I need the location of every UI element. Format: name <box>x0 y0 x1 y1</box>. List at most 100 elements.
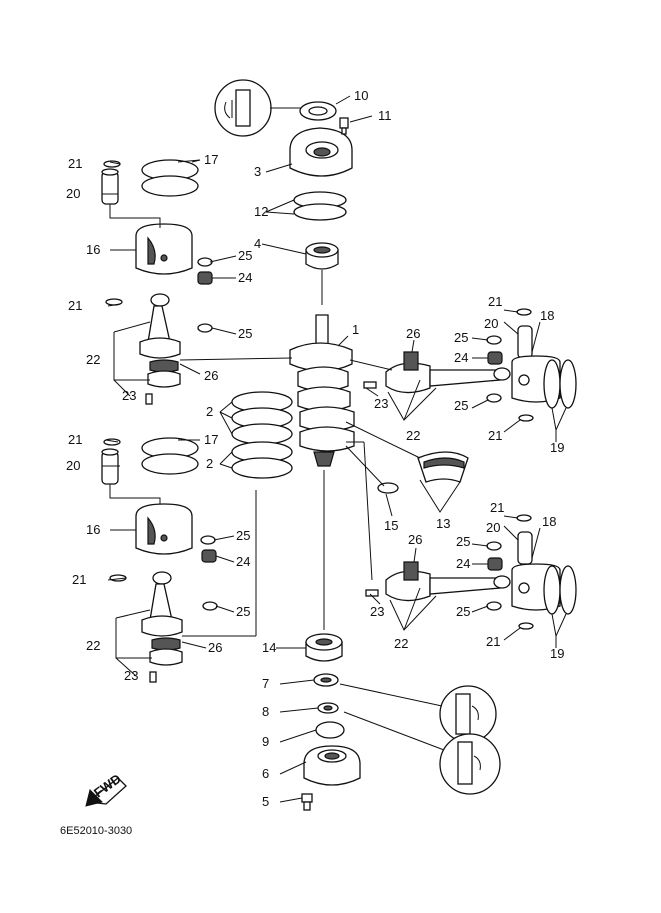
piston-left-upper <box>135 223 193 275</box>
conrod-right-upper <box>385 351 511 394</box>
ring-set-right-upper <box>543 359 577 409</box>
callout-24-a: 24 <box>238 270 252 285</box>
callout-26-d: 26 <box>408 532 422 547</box>
callout-23-b: 23 <box>124 668 138 683</box>
leader-lines <box>102 95 567 803</box>
conrod-right-lower <box>385 561 511 602</box>
callout-14: 9 <box>262 734 269 749</box>
small-bearing-left-upper <box>197 271 213 285</box>
callout-25-e: 25 <box>454 330 468 345</box>
callout-2-b: 2 <box>206 456 213 471</box>
oil-seal-lower <box>313 673 339 687</box>
callout-24-b: 24 <box>236 554 250 569</box>
ring-set-left-lower <box>141 437 199 475</box>
callout-21-f: 21 <box>488 428 502 443</box>
callout-25-g: 25 <box>456 534 470 549</box>
callout-2-a: 2 <box>206 404 213 419</box>
callout-25-b: 25 <box>238 326 252 341</box>
oil-seal-upper <box>299 101 337 121</box>
callout-21-b: 21 <box>68 298 82 313</box>
small-bearing-right-lower <box>487 557 503 571</box>
callout-16-b: 16 <box>86 522 100 537</box>
callout-24-c: 24 <box>454 350 468 365</box>
callout-12: 7 <box>262 676 269 691</box>
bolt-left-upper <box>145 393 153 405</box>
callout-25-a: 25 <box>238 248 252 263</box>
callout-22-d: 22 <box>394 636 408 651</box>
callout-22-a: 22 <box>86 352 100 367</box>
fwd-arrow-icon: FWD <box>85 771 127 807</box>
seal-small <box>317 702 339 714</box>
callout-22-c: 22 <box>406 428 420 443</box>
callout-5: 10 <box>354 88 368 103</box>
callout-25-h: 25 <box>456 604 470 619</box>
callout-17-b: 17 <box>204 432 218 447</box>
callout-10: 15 <box>384 518 398 533</box>
piston-rings-lower <box>231 441 293 479</box>
clip-centre <box>377 482 399 494</box>
washer-right-upper-b <box>486 393 502 403</box>
callout-25-d: 25 <box>236 604 250 619</box>
callout-21-c: 21 <box>68 432 82 447</box>
seal-detail-a <box>339 683 497 743</box>
callout-25-f: 25 <box>454 398 468 413</box>
callout-23-c: 23 <box>374 396 388 411</box>
washer-right-lower <box>486 541 502 551</box>
leader-pin-upper <box>109 204 161 228</box>
callout-23-a: 23 <box>122 388 136 403</box>
callout-1: 1 <box>352 322 359 337</box>
gasket-lower <box>315 721 345 739</box>
callout-25-c: 25 <box>236 528 250 543</box>
clip-right-lower <box>516 514 532 522</box>
needle-bearing-upper <box>305 242 339 270</box>
callout-20-d: 20 <box>486 520 500 535</box>
callout-20-b: 20 <box>66 458 80 473</box>
top-seal-detail <box>214 79 305 137</box>
callout-23-d: 23 <box>370 604 384 619</box>
washer-left-lower-b <box>202 601 218 611</box>
callout-21-d: 21 <box>72 572 86 587</box>
callout-21-e: 21 <box>488 294 502 309</box>
callout-26-b: 26 <box>208 640 222 655</box>
ring-set-right-lower <box>543 565 577 615</box>
callout-19-a: 19 <box>550 440 564 455</box>
seal-detail-b <box>343 711 501 795</box>
callout-15: 5 <box>262 794 269 809</box>
small-bearing-left-lower <box>201 549 217 563</box>
washer-left-lower <box>200 535 216 545</box>
callout-21-h: 21 <box>486 634 500 649</box>
ball-bearing-lower <box>305 633 343 662</box>
bolt-right-upper <box>363 381 377 389</box>
piston-left-lower <box>135 503 193 555</box>
callout-4: 4 <box>254 236 261 251</box>
clip-right-upper-b <box>518 414 534 422</box>
callout-19-b: 19 <box>550 646 564 661</box>
washer-right-upper <box>486 335 502 345</box>
callout-11: 6 <box>262 766 269 781</box>
callout-8: 13 <box>436 516 450 531</box>
callout-18-b: 18 <box>542 514 556 529</box>
callout-3: 3 <box>254 164 261 179</box>
bolt-lower <box>301 793 313 811</box>
callout-6: 12 <box>254 204 268 219</box>
clip-right-lower-b <box>518 622 534 630</box>
crankshaft <box>289 314 355 467</box>
callout-16-a: 16 <box>86 242 100 257</box>
callout-26-a: 26 <box>204 368 218 383</box>
clip-right-upper <box>516 308 532 316</box>
piston-pin-right-lower <box>517 531 533 565</box>
piston-rings-upper <box>231 391 293 445</box>
bolt-upper <box>339 117 349 135</box>
bearing-half-right <box>417 451 469 483</box>
part-code: 6E52010-3030 <box>60 825 132 837</box>
lower-bearing-housing <box>303 745 361 786</box>
bolt-left-lower <box>149 671 157 683</box>
callout-17-a: 17 <box>204 152 218 167</box>
callout-20-c: 20 <box>484 316 498 331</box>
callout-18-a: 18 <box>540 308 554 323</box>
callout-26-c: 26 <box>406 326 420 341</box>
callout-21-g: 21 <box>490 500 504 515</box>
callout-9: 14 <box>262 640 276 655</box>
piston-pin-left-upper <box>101 168 119 205</box>
